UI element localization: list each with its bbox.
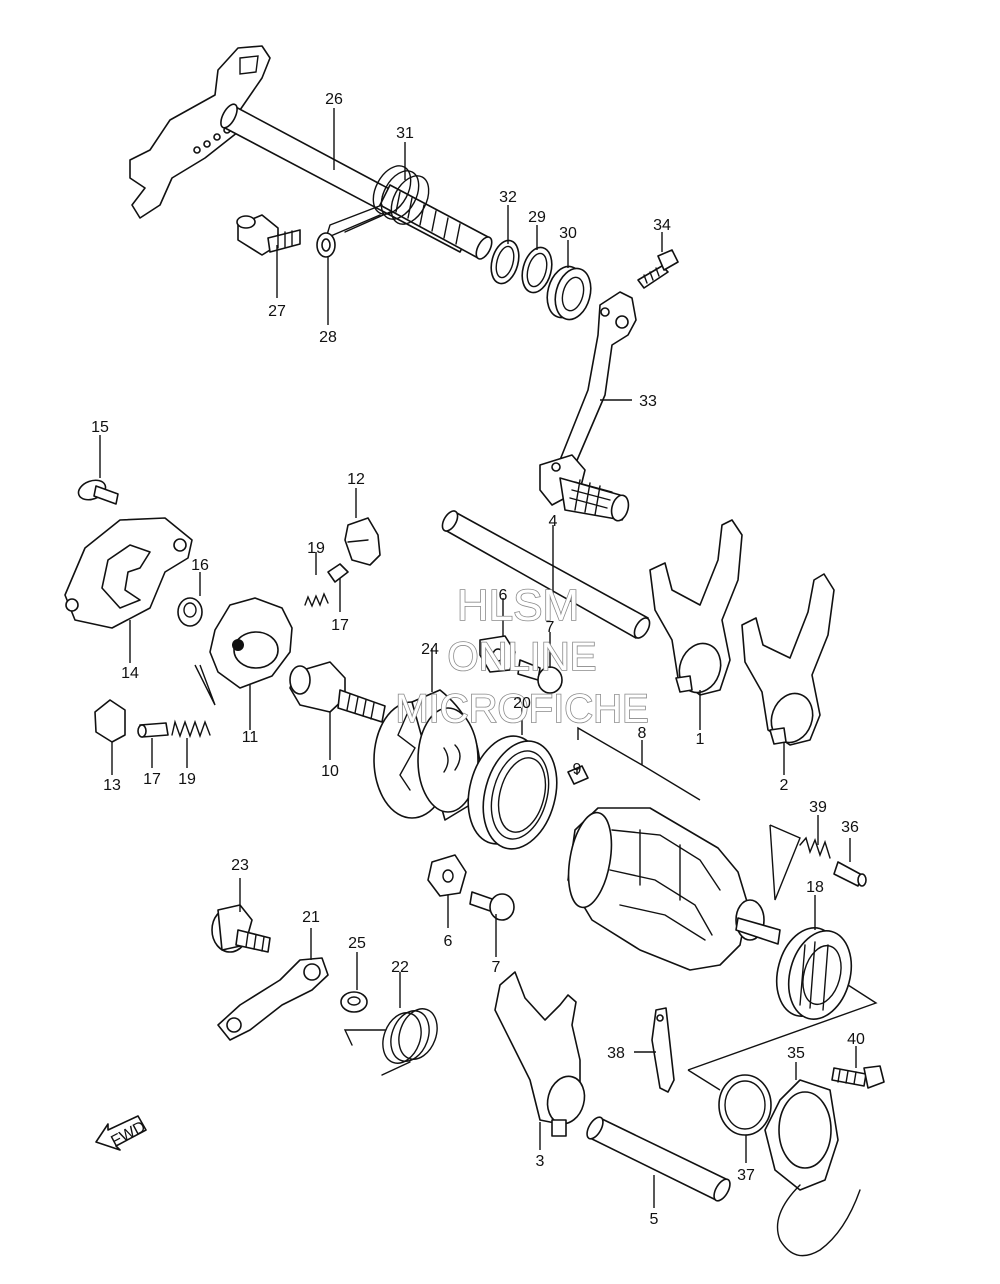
callout-30: 30 [559,225,577,242]
callout-25: 25 [348,935,366,952]
pawl-holder-11 [209,597,293,689]
stopper-6-lower [427,854,467,897]
callout-38: 38 [607,1045,625,1062]
callout-6-upper: 6 [499,587,508,604]
callout-22: 22 [391,959,409,976]
screw-7-lower [469,891,515,921]
forward-arrow-icon: FWD [95,1115,149,1151]
pawl-13 [94,699,126,743]
watermark-line3: MICROFICHE [395,687,648,731]
callout-7-lower: 7 [492,959,501,976]
spring-19-upper [304,563,349,608]
callout-23: 23 [231,857,249,874]
callout-29: 29 [528,209,546,226]
callout-17-upper: 17 [331,617,349,634]
watermark: HLSM ONLINE MICROFICHE [395,580,650,732]
bearing-18 [775,927,853,1020]
callout-1: 1 [696,731,705,748]
stopper-plate-14 [64,517,193,629]
washer-25 [340,991,368,1013]
callout-7-upper: 7 [546,619,555,636]
spring-39 [799,836,831,859]
spring-22 [343,1008,438,1076]
o-ring-37 [718,1074,772,1136]
callout-labels: 1 2 3 4 5 6 6 7 7 8 9 10 11 12 13 14 15 … [91,91,865,1228]
callout-27: 27 [268,303,286,320]
leader-lines [99,108,878,1208]
callout-5: 5 [650,1211,659,1228]
lever-bolt-part [637,249,679,289]
pin-17-lower [137,722,169,738]
callout-11: 11 [242,729,259,746]
callout-36: 36 [841,819,859,836]
fork-shaft-rod-4 [441,510,651,639]
stopper-arm-21 [217,957,329,1041]
screw-15 [77,479,119,505]
callout-40: 40 [847,1031,865,1048]
bolt-23 [211,904,271,953]
circlip-part [490,239,520,285]
spring-19-lower [171,719,211,739]
callout-26: 26 [325,91,343,108]
callout-39: 39 [809,799,827,816]
callout-13: 13 [103,777,121,794]
callout-24: 24 [421,641,439,658]
shift-drum-8 [567,807,781,971]
pawl-12 [344,517,381,566]
shift-fork-1 [649,519,743,696]
callout-14: 14 [121,665,139,682]
callout-9: 9 [573,761,582,778]
callout-8: 8 [638,725,647,742]
return-spring-part [324,165,430,240]
callout-31: 31 [396,125,414,142]
cam-pin-10 [289,661,386,723]
callout-6-lower: 6 [444,933,453,950]
shift-fork-3 [494,971,586,1137]
callout-19-upper: 19 [307,540,325,557]
callout-3: 3 [536,1153,545,1170]
callout-16: 16 [191,557,209,574]
shaft-pin-part [236,214,301,256]
callout-2: 2 [780,777,789,794]
gearshift-lever-part [539,291,637,522]
pin-36 [833,861,867,887]
bolt-40 [831,1065,885,1089]
callout-34: 34 [653,217,671,234]
gearshift-shaft-part [129,45,493,260]
callout-33: 33 [639,393,657,410]
callout-12: 12 [347,471,365,488]
callout-32: 32 [499,189,517,206]
callout-18: 18 [806,879,824,896]
bush-16 [177,597,203,627]
washer-29-part [521,246,553,294]
watermark-line2: ONLINE [448,635,597,679]
watermark-line1: HLSM [457,581,579,630]
shift-cam-24 [373,689,482,821]
callout-20: 20 [513,695,531,712]
callout-35: 35 [787,1045,805,1062]
clip-38 [651,1007,675,1093]
callout-15: 15 [91,419,109,436]
stopper-6-upper [479,635,516,673]
callout-28: 28 [319,329,337,346]
gear-position-switch-35 [764,1079,861,1257]
callout-19-lower: 19 [178,771,196,788]
oil-seal-part [546,265,592,321]
screw-7-upper [517,659,563,694]
callout-37: 37 [737,1167,755,1184]
callout-17-lower: 17 [143,771,161,788]
bearing-20 [467,735,558,850]
callout-10: 10 [321,763,339,780]
callout-21: 21 [302,909,320,926]
callout-4: 4 [549,513,558,530]
shift-fork-2 [741,573,835,746]
fork-shaft-rod-5 [586,1116,731,1202]
